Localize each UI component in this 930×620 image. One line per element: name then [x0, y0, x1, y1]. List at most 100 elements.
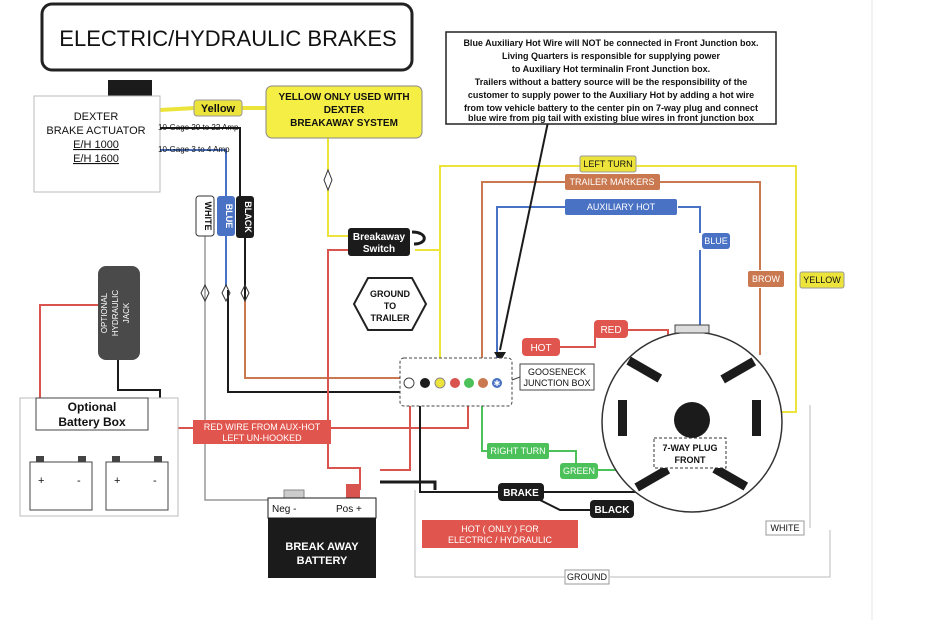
plug-pin-top-right [720, 357, 757, 384]
black-tag [236, 196, 254, 238]
black-tag-bottom [590, 500, 634, 518]
black-tag-label: BLACK [243, 201, 253, 233]
battery-cell-2-terminal-pos [112, 456, 120, 462]
note-line-4: Trailers without a battery source will b… [475, 77, 748, 87]
junction-terminal-white [403, 377, 415, 389]
breakaway-switch-line-2: Switch [363, 244, 395, 255]
ground-to-trailer-line-2: TO [384, 301, 396, 311]
yellow-breakaway-note [265, 85, 423, 139]
battery-pos-label: Pos + [336, 504, 362, 515]
note-line-1: Blue Auxiliary Hot Wire will NOT be conn… [463, 38, 758, 48]
junction-terminal-red [450, 378, 460, 388]
white-diamond-icon [200, 283, 210, 303]
white-wire [204, 236, 330, 501]
junction-terminal-brown [478, 378, 488, 388]
white-label: WHITE [771, 523, 800, 533]
plug-pin-left [618, 400, 627, 436]
ground-label: GROUND [567, 572, 607, 582]
battery-neg-label: Neg - [272, 504, 296, 515]
brake-tag [498, 483, 544, 501]
blue-tag-label: BLUE [224, 204, 234, 229]
breakaway-hook-icon [411, 230, 426, 246]
junction-terminal-yellow [434, 377, 446, 389]
blue-diamond-icon [221, 283, 231, 303]
gooseneck-pointer [511, 376, 521, 381]
yellow-tag [193, 99, 243, 117]
black-wire-battery [380, 480, 437, 490]
battery-cell-2 [105, 461, 169, 511]
red-wire-note [193, 420, 331, 444]
junction-terminal-blue [492, 378, 502, 388]
note-line-7: blue wire from pig tail with existing bl… [468, 113, 754, 123]
black-diamond-icon [240, 283, 250, 303]
left-turn-tag [579, 155, 637, 173]
title-box [40, 2, 414, 72]
white-label-box [765, 520, 805, 536]
battery-top [267, 497, 377, 519]
breakaway-switch [348, 228, 410, 256]
yellow-wire-left-turn [439, 165, 797, 413]
yellow-note-line-3: BREAKAWAY SYSTEM [290, 118, 398, 129]
gray-wire-ground [414, 490, 831, 578]
yellow-tag-label: Yellow [201, 103, 236, 115]
battery-cell-1-terminal-pos [36, 456, 44, 462]
jack-line-1: OPTIONAL [100, 292, 109, 333]
aux-hot-tag [565, 199, 677, 215]
plug-key [674, 324, 710, 334]
ground-to-trailer-line-1: GROUND [370, 289, 410, 299]
ground-to-trailer-line-3: TRAILER [371, 313, 410, 323]
note-line-6: from tow vehicle battery to the center p… [464, 103, 758, 113]
battery-cell-1-minus: - [77, 475, 81, 487]
right-turn-label: RIGHT TURN [490, 446, 545, 456]
red-wire-junction-battery [380, 400, 411, 471]
aux-hot-label: AUXILIARY HOT [587, 202, 656, 212]
actuator-line-3: E/H 1000 [73, 139, 119, 151]
plug-label-box [653, 437, 727, 469]
note-pointer [499, 121, 549, 351]
yellow-wire-actuator [159, 106, 196, 112]
red-wire-breakaway-battery [327, 249, 361, 490]
yellow-diamond-icon [323, 168, 333, 192]
plug-pin-bottom-left [634, 465, 671, 492]
hot-only-line-1: HOT ( ONLY ) FOR [461, 524, 539, 534]
battery-cell-2-terminal-neg [154, 456, 162, 462]
actuator-line-4: E/H 1600 [73, 153, 119, 165]
yellow-note-line-1: YELLOW ONLY USED WITH [278, 92, 409, 103]
ground-to-trailer-hexagon [352, 277, 428, 331]
blue-wire-aux-hot [496, 206, 701, 384]
jack-line-3: JACK [122, 302, 131, 323]
jack-line-2: HYDRAULIC [111, 290, 120, 336]
actuator-line-2: BRAKE ACTUATOR [46, 125, 145, 137]
brown-wire-markers [481, 181, 761, 384]
white-tag [195, 195, 215, 237]
red-tag [594, 320, 628, 338]
blue-wire-label: BLUE [704, 236, 728, 246]
red-wire-note-line-1: RED WIRE FROM AUX-HOT [204, 422, 321, 432]
battery-cell-1 [29, 461, 93, 511]
hydraulic-jack [98, 266, 140, 360]
gooseneck-line-2: JUNCTION BOX [523, 378, 590, 388]
plug-pin-top-left [626, 356, 663, 383]
hot-only-line-2: ELECTRIC / HYDRAULIC [448, 535, 553, 545]
brake-actuator [33, 95, 161, 193]
trailer-markers-tag [565, 174, 660, 190]
right-turn-tag [487, 443, 549, 459]
actuator-cap [108, 80, 152, 96]
blue-wire-tag [702, 233, 730, 249]
green-tag [560, 463, 598, 479]
brown-wire-actuator [244, 300, 405, 379]
battery-cell-2-minus: - [153, 475, 157, 487]
brow-tag [748, 271, 784, 287]
battery-cell-2-plus: + [114, 475, 120, 487]
note-box [445, 31, 777, 125]
red-label: RED [600, 325, 621, 336]
page-title: ELECTRIC/HYDRAULIC BRAKES [59, 26, 396, 51]
yellow-note-line-2: DEXTER [324, 105, 365, 116]
plug-pin-right [752, 400, 761, 436]
junction-blocked-icon: ✱ [494, 379, 501, 388]
plug-label-line-2: FRONT [675, 455, 706, 465]
yellow-right-label: YELLOW [803, 275, 841, 285]
blue-wire-top [160, 149, 227, 200]
ground-label-box [564, 569, 610, 585]
trailer-markers-label: TRAILER MARKERS [569, 177, 654, 187]
